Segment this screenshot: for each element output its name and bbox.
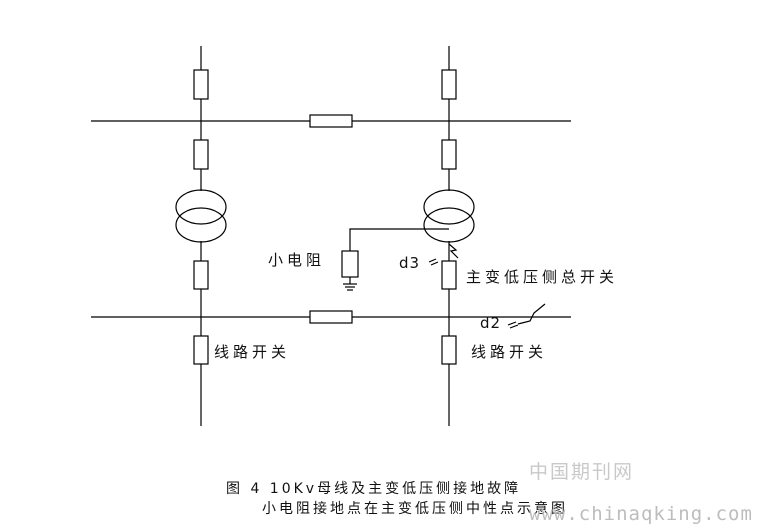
left-line-switch-label: 线路开关 <box>214 343 291 361</box>
left-transformer-high-switch <box>193 139 209 170</box>
right-transformer-icon <box>423 189 475 243</box>
caption-line-1: 图 4 10Kv母线及主变低压侧接地故障 <box>226 481 522 497</box>
upper-bus-tie-switch <box>309 114 353 128</box>
lower-bus-tie-switch <box>309 310 353 324</box>
small-resistor <box>341 250 359 278</box>
small-resistor-label: 小电阻 <box>268 251 326 269</box>
right-incoming-switch <box>441 69 457 100</box>
left-incoming-switch <box>193 69 209 100</box>
watermark-url: www.chinaqking.com <box>529 503 753 525</box>
main-low-side-switch <box>441 260 457 290</box>
main-low-side-switch-label: 主变低压侧总开关 <box>466 268 619 286</box>
left-transformer-low-switch <box>193 260 209 290</box>
right-line-switch-label: 线路开关 <box>471 343 548 361</box>
watermark-cn: 中国期刊网 <box>529 461 635 483</box>
fault-d2-label: d2 <box>480 314 502 332</box>
fault-d3-label: d3 <box>399 254 421 272</box>
left-line-switch <box>193 335 209 365</box>
fault-d2-mark <box>507 303 546 329</box>
ground-icon <box>343 283 357 291</box>
right-line-switch <box>441 335 457 365</box>
caption-line-2: 小电阻接地点在主变低压侧中性点示意图 <box>262 501 568 517</box>
neutral-connection-line <box>349 228 449 251</box>
left-transformer-icon <box>175 189 227 243</box>
fault-d3-mark <box>428 243 459 266</box>
right-transformer-high-switch <box>441 139 457 170</box>
